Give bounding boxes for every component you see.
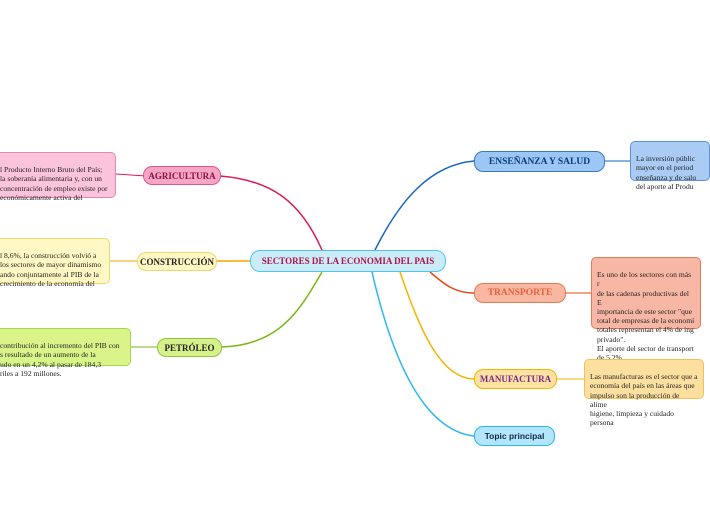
- link-petroleo: [221, 271, 323, 348]
- link-ensenanza: [374, 160, 475, 251]
- branch-ensenanza-label: ENSEÑANZA Y SALUD: [488, 156, 591, 167]
- note-agricultura[interactable]: l Producto Interno Bruto del País; la so…: [0, 152, 116, 202]
- note-petroleo[interactable]: contribución al incremento del PIB con s…: [0, 328, 131, 378]
- note-transporte[interactable]: Es uno de los sectores con más r de las …: [591, 257, 701, 362]
- note-agricultura-text: l Producto Interno Bruto del País; la so…: [0, 165, 108, 202]
- note-construccion[interactable]: l 8,6%, la construcción volvió a los sec…: [0, 238, 110, 288]
- link-agricultura-note: [115, 173, 147, 177]
- note-ensenanza[interactable]: La inversión públic mayor en el period e…: [630, 141, 710, 191]
- branch-ensenanza[interactable]: ENSEÑANZA Y SALUD: [474, 151, 605, 172]
- link-agricultura: [219, 175, 323, 251]
- note-construccion-text: l 8,6%, la construcción volvió a los sec…: [0, 251, 102, 288]
- note-ensenanza-text: La inversión públic mayor en el period e…: [636, 154, 697, 191]
- link-transporte: [429, 271, 475, 294]
- branch-manufactura-label: MANUFACTURA: [479, 374, 552, 384]
- central-topic-label: SECTORES DE LA ECONOMIA DEL PAIS: [261, 256, 435, 266]
- branch-construccion[interactable]: CONSTRUCCIÓN: [137, 252, 217, 271]
- note-manufactura-text: Las manufacturas es el sector que a econ…: [590, 372, 698, 428]
- branch-petroleo[interactable]: PETRÓLEO: [157, 338, 222, 357]
- branch-topic-principal[interactable]: Topic principal: [474, 426, 555, 446]
- central-topic[interactable]: SECTORES DE LA ECONOMIA DEL PAIS: [250, 250, 446, 272]
- branch-topic-principal-label: Topic principal: [484, 431, 545, 441]
- branch-construccion-label: CONSTRUCCIÓN: [139, 256, 214, 267]
- note-transporte-text: Es uno de los sectores con más r de las …: [597, 270, 695, 363]
- branch-transporte[interactable]: TRANSPORTE: [474, 283, 566, 303]
- branch-manufactura[interactable]: MANUFACTURA: [474, 369, 557, 389]
- branch-agricultura-label: AGRICULTURA: [148, 170, 216, 181]
- branch-transporte-label: TRANSPORTE: [487, 288, 553, 298]
- note-manufactura[interactable]: Las manufacturas es el sector que a econ…: [584, 359, 704, 427]
- branch-petroleo-label: PETRÓLEO: [164, 342, 215, 353]
- branch-agricultura[interactable]: AGRICULTURA: [143, 166, 221, 185]
- note-petroleo-text: contribución al incremento del PIB con s…: [0, 341, 120, 378]
- link-manufactura: [399, 271, 475, 380]
- link-topic: [371, 271, 475, 437]
